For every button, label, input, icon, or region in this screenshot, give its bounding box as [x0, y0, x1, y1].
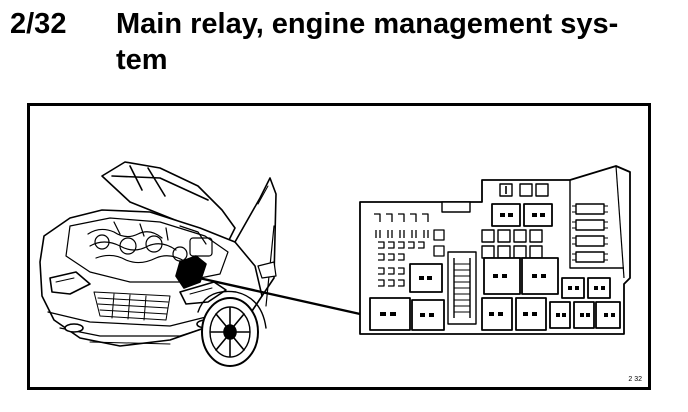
relay-markings	[380, 213, 615, 317]
top-relays	[491, 203, 553, 227]
headlight-left	[49, 271, 91, 295]
car-illustration	[39, 161, 277, 367]
front-wheel	[201, 297, 259, 367]
right-fuse-column	[572, 203, 608, 263]
grille	[93, 291, 171, 321]
top-small-connectors	[499, 183, 549, 197]
section-title-text: Main relay, engine management sys- tem	[116, 8, 619, 76]
section-number: 2/32	[10, 8, 67, 40]
small-fuse-array	[374, 213, 445, 287]
car-relay-box	[175, 255, 207, 289]
relays-mid	[409, 257, 559, 295]
center-connector	[447, 251, 477, 325]
figure-frame: 2 32	[27, 103, 651, 390]
car-hood	[101, 161, 236, 243]
figure-id-label: 2 32	[628, 376, 642, 383]
callout-line	[189, 274, 379, 320]
section-title: Main relay, engine management sys- tem	[116, 6, 676, 78]
illustration-svg	[39, 161, 631, 367]
relay-box-diagram	[359, 165, 631, 335]
headlight-right	[179, 281, 227, 305]
